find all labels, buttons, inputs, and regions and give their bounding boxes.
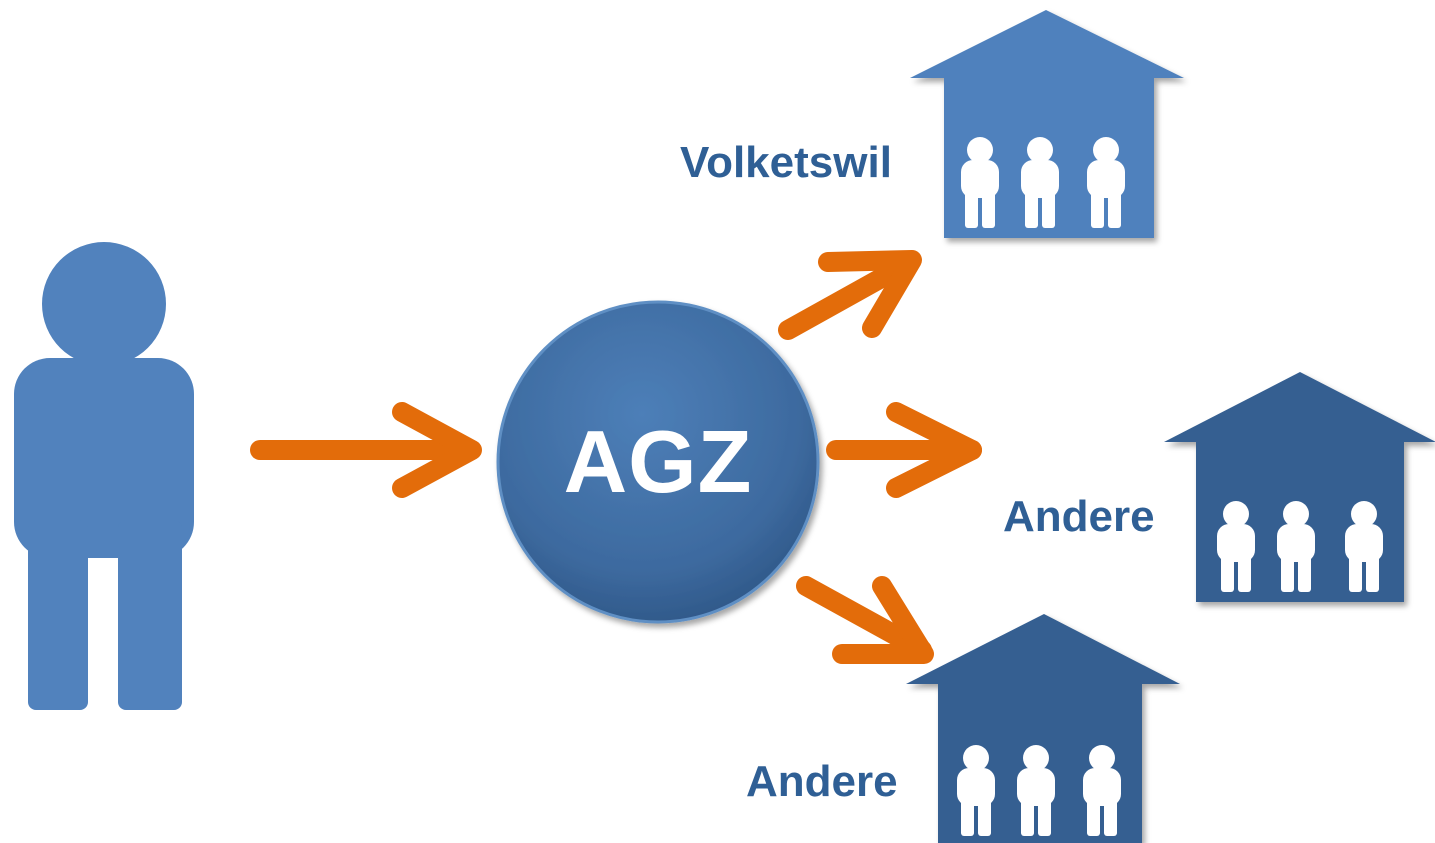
label-andere-1: Andere xyxy=(1003,492,1155,541)
house-andere-1 xyxy=(1164,372,1435,602)
agz-label: AGZ xyxy=(563,412,753,511)
person-icon xyxy=(14,242,194,710)
agz-circle xyxy=(496,300,820,624)
label-volketswil: Volketswil xyxy=(680,138,892,187)
arrow-to-volketswil xyxy=(778,250,922,340)
arrow-to-andere-2 xyxy=(796,576,934,664)
house-volketswil xyxy=(910,10,1184,238)
house-andere-2 xyxy=(906,614,1180,843)
arrow-to-center xyxy=(250,402,482,498)
arrow-to-andere-1 xyxy=(826,402,982,498)
label-andere-2: Andere xyxy=(746,757,898,806)
